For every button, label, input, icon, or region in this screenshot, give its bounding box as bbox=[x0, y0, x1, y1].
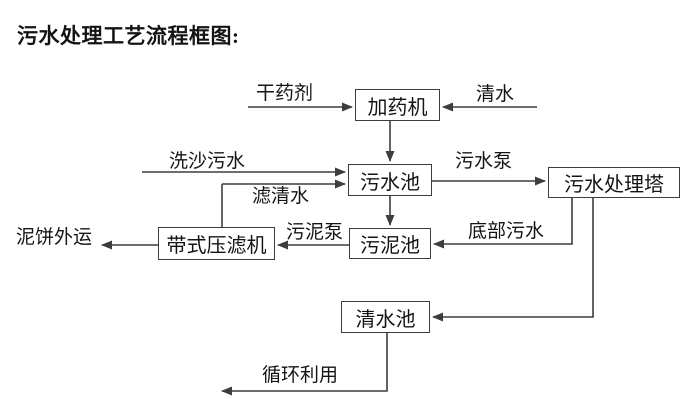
flow-label-sludge-pump: 污泥泵 bbox=[286, 222, 344, 243]
flow-label-sewage-pump: 污水泵 bbox=[455, 151, 513, 172]
flow-label-bottom-sewage: 底部污水 bbox=[468, 221, 545, 242]
node-sewage-pool: 污水池 bbox=[348, 164, 432, 196]
flow-label-sand-washing-sewage: 洗沙污水 bbox=[169, 151, 246, 172]
flow-label-dry-chemical: 干药剂 bbox=[256, 83, 314, 104]
node-treatment-tower: 污水处理塔 bbox=[548, 167, 680, 198]
node-clear-water-pool: 清水池 bbox=[341, 301, 430, 333]
diagram-title: 污水处理工艺流程框图: bbox=[17, 24, 240, 48]
flow-label-recycling: 循环利用 bbox=[262, 365, 339, 386]
node-belt-filter-press: 带式压滤机 bbox=[158, 227, 275, 260]
node-sludge-pool: 污泥池 bbox=[349, 228, 431, 259]
arrow-tower-to-clear-water-pool bbox=[432, 198, 594, 322]
arrow-bottom-sewage bbox=[433, 198, 573, 249]
arrow-recycling bbox=[221, 333, 388, 396]
flow-label-filtered-water: 滤清水 bbox=[252, 186, 310, 207]
node-dosing-machine: 加药机 bbox=[355, 89, 440, 121]
flow-label-mud-cake-outbound: 泥饼外运 bbox=[16, 227, 93, 248]
flow-label-clear-water: 清水 bbox=[476, 84, 515, 105]
